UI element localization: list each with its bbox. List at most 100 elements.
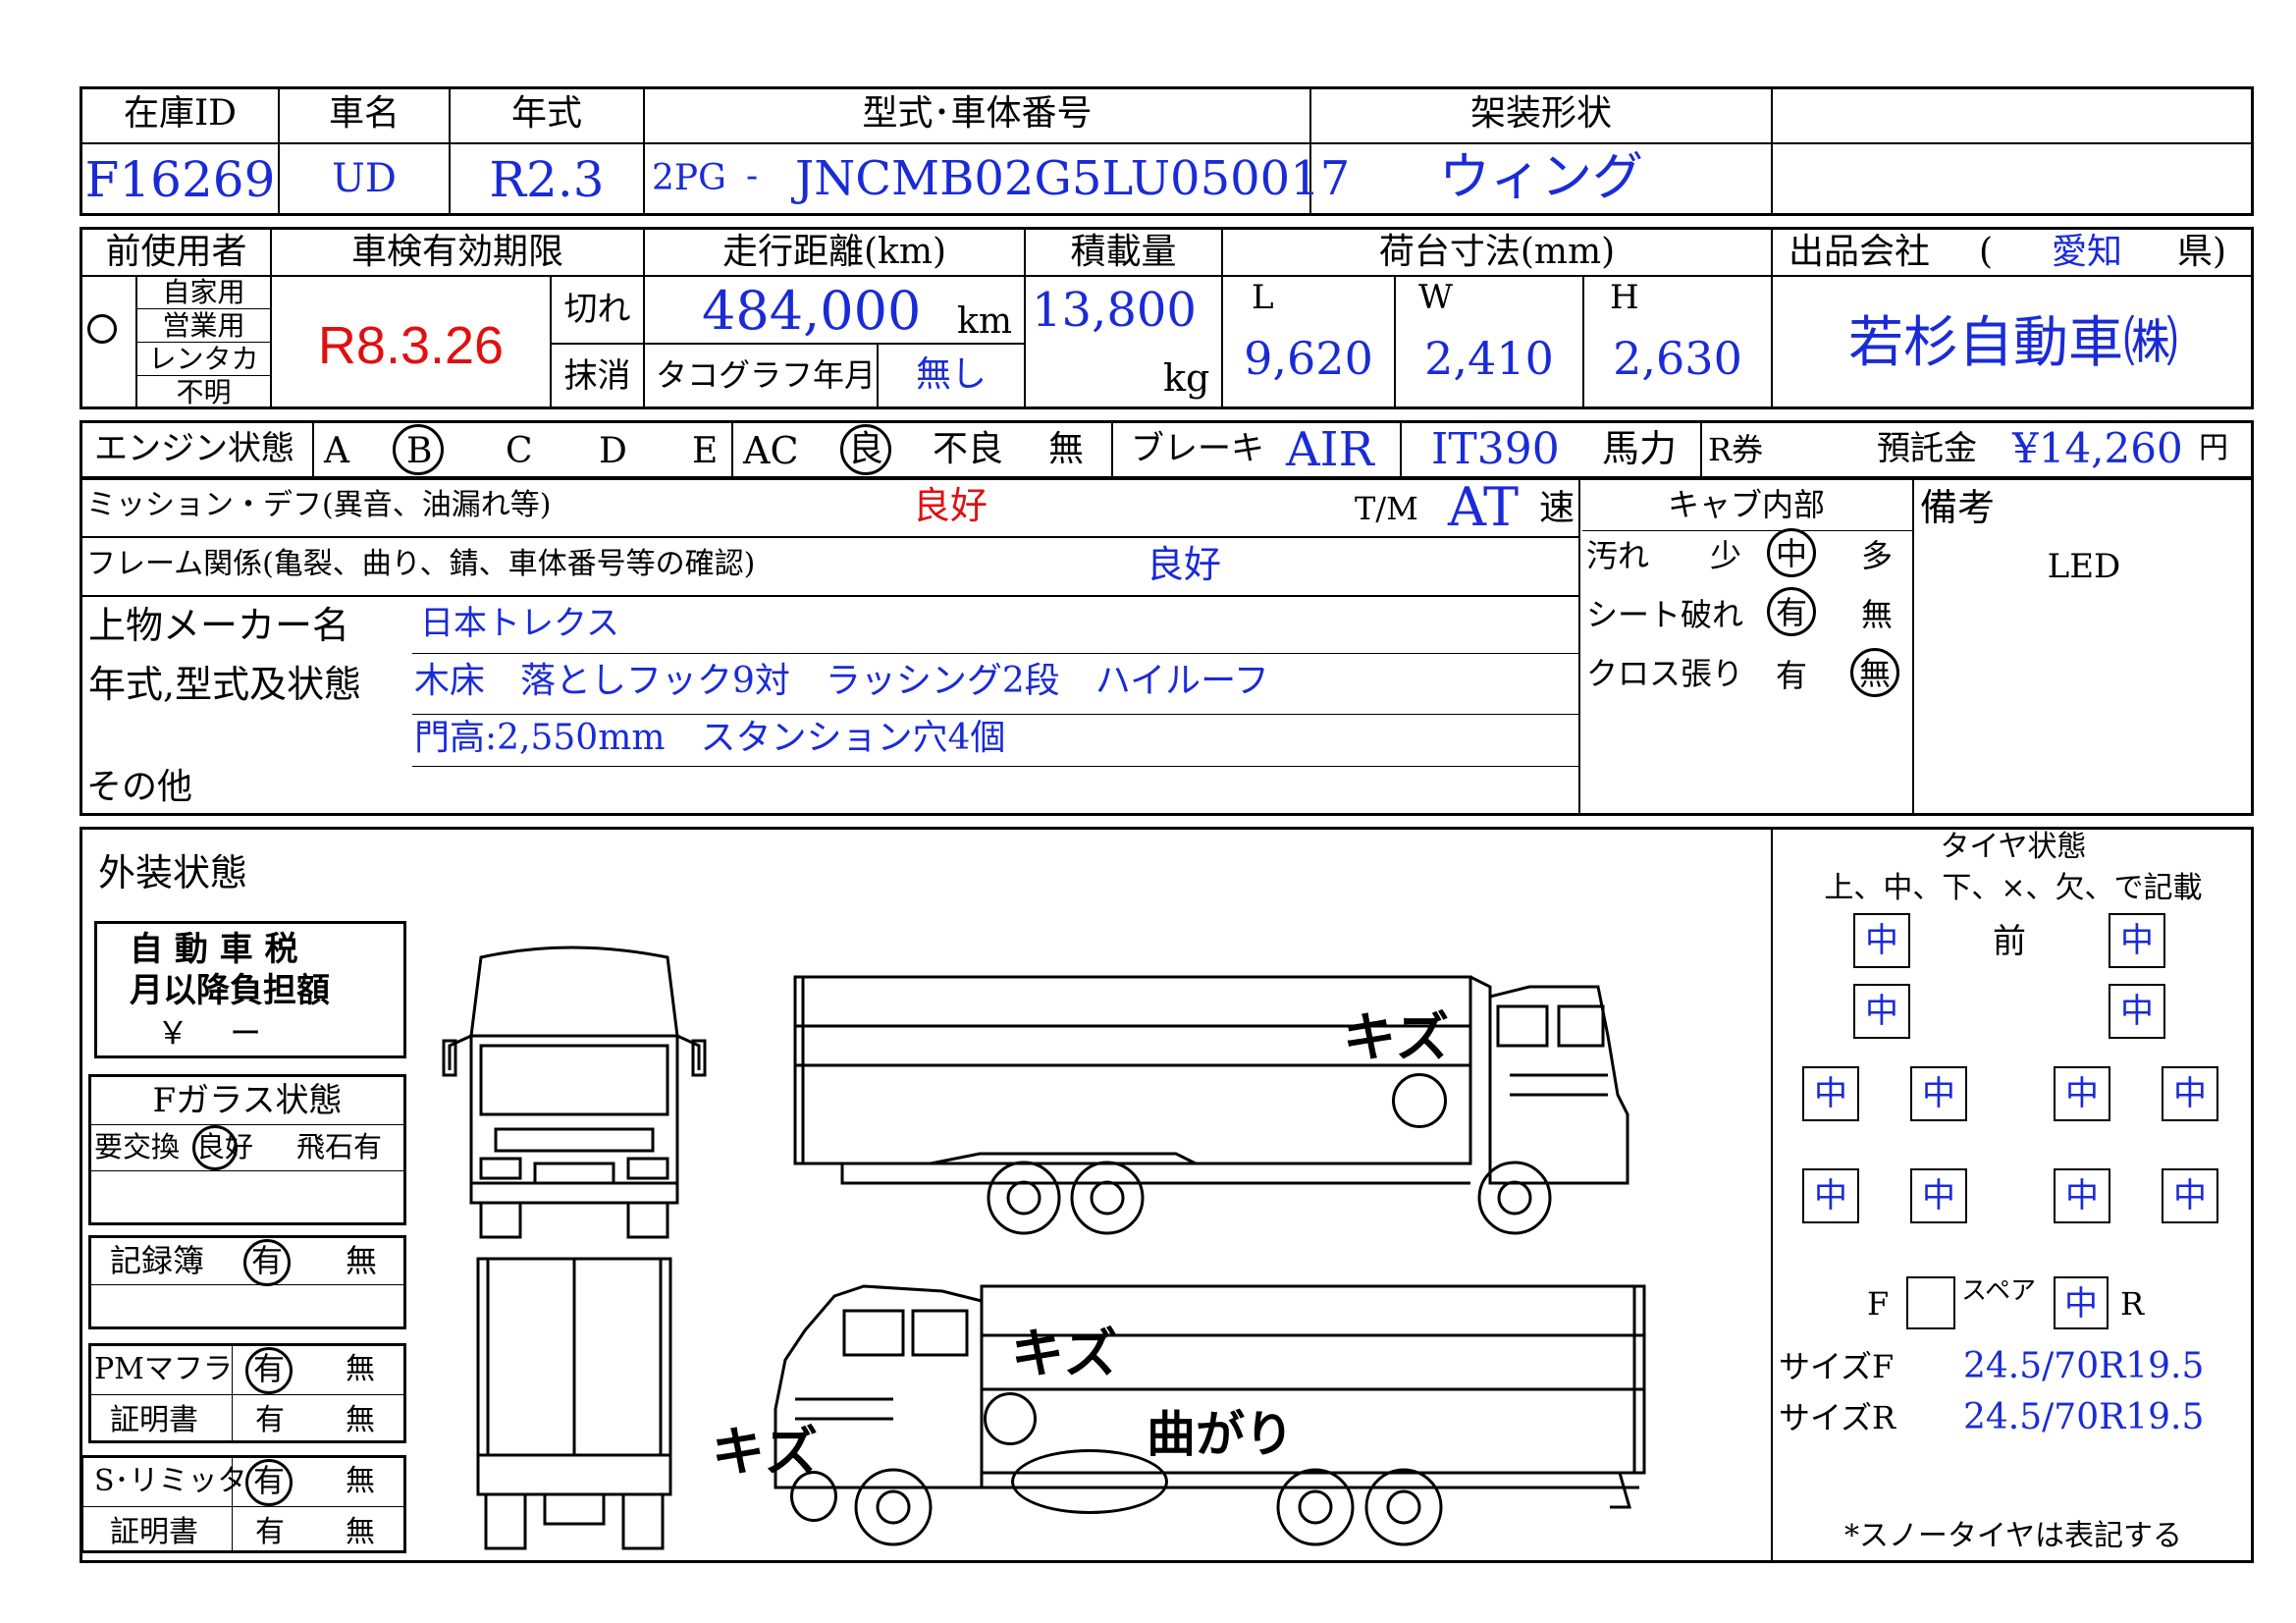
ac-none: 無: [1048, 429, 1085, 469]
grade-a: A: [324, 431, 349, 471]
truck-front-view: [442, 946, 707, 1239]
tire-front2-right: 中: [2109, 984, 2165, 1039]
load-label: 積載量: [1070, 232, 1177, 272]
pm-no: 無: [346, 1352, 375, 1386]
cab-seat-yes: 有: [1776, 594, 1808, 631]
size-f-value: 24.5/70R19.5: [1963, 1346, 2205, 1386]
cancelled-label: 抹消: [563, 356, 631, 396]
car-name-value: UD: [332, 156, 397, 201]
tire-rear2-ol: 中: [1802, 1168, 1859, 1223]
user-type-circle: [87, 314, 117, 344]
maker-value: 日本トレクス: [420, 604, 619, 643]
km-unit: km: [957, 301, 1012, 342]
tachograph-value: 無し: [915, 354, 987, 395]
width-label: W: [1418, 278, 1453, 317]
exterior-panel: [80, 827, 2254, 1563]
glass-title: Fガラス状態: [152, 1081, 343, 1120]
seller-prefecture: 愛知: [2052, 232, 2123, 272]
stock-id-value: F16269: [84, 151, 276, 208]
cab-cloth-label: クロス張り: [1586, 655, 1744, 692]
pm-yes: 有: [253, 1350, 286, 1387]
grade-b: B: [406, 431, 433, 471]
tire-rear2-ir: 中: [2054, 1168, 2110, 1223]
speed-label: 速: [1539, 488, 1575, 528]
model-chassis-label: 型式･車体番号: [862, 93, 1093, 134]
tax-line3: ￥ ー: [157, 1014, 262, 1052]
yen-unit: 円: [2199, 431, 2228, 465]
tax-line2: 月以降負担額: [130, 971, 330, 1010]
stock-id-label: 在庫ID: [123, 93, 238, 134]
size-f-label: サイズF: [1779, 1348, 1895, 1385]
maker-label: 上物メーカー名: [88, 604, 350, 647]
details-table: [80, 477, 2254, 816]
tm-value: AT: [1448, 476, 1520, 538]
record-box: [88, 1235, 406, 1329]
length-label: L: [1252, 278, 1274, 317]
engine-label: エンジン状態: [94, 429, 294, 468]
tire-rear1-or: 中: [2162, 1066, 2218, 1121]
cab-seat-label: シート破れ: [1586, 596, 1744, 633]
slimit-yes-circle: [245, 1459, 293, 1506]
year-label: 年式: [510, 93, 582, 134]
slimit-cert-no: 無: [346, 1515, 375, 1549]
model-dash: -: [746, 156, 759, 196]
row2-table: [80, 227, 2254, 409]
record-no: 無: [346, 1242, 378, 1279]
inspection-label: 車検有効期限: [350, 232, 563, 272]
tire-front-right: 中: [2109, 913, 2165, 968]
deposit-label: 預託金: [1877, 429, 1977, 468]
body-type-value: ウィング: [1438, 148, 1643, 207]
brake-value: AIR: [1286, 422, 1374, 477]
grade-e: E: [692, 431, 719, 471]
model-prefix: 2PG: [652, 158, 726, 198]
cab-dirt-mid: 中: [1776, 535, 1808, 572]
header-table: [80, 86, 2254, 216]
mileage-label: 走行距離(km): [721, 232, 947, 272]
tire-title: タイヤ状態: [1940, 830, 2087, 864]
pm-box: [88, 1343, 406, 1443]
damage-circle-3: [790, 1471, 837, 1522]
height-label: H: [1610, 278, 1639, 317]
tire-rear2-il: 中: [1910, 1168, 1967, 1223]
truck-rear-view: [476, 1257, 672, 1550]
ac-bad: 不良: [933, 429, 1004, 469]
tire-front-label: 前: [1993, 922, 2026, 961]
load-value: 13,800: [1032, 283, 1197, 338]
prev-user-label: 前使用者: [105, 232, 247, 272]
mileage-value: 484,000: [702, 280, 922, 342]
remarks-label: 備考: [1920, 486, 1996, 529]
height-value: 2,630: [1613, 332, 1742, 385]
seller-paren-open: (: [1979, 232, 1994, 272]
width-value: 2,410: [1424, 332, 1554, 385]
truck-left-side-view: [793, 975, 1629, 1235]
damage-kizu-1: キズ: [1343, 1006, 1449, 1068]
damage-circle-2: [984, 1392, 1037, 1445]
state-line1: 木床 落としフック9対 ラッシング2段 ハイルーフ: [414, 661, 1269, 701]
damage-magari: 曲がり: [1147, 1406, 1294, 1463]
car-name-label: 車名: [328, 93, 400, 134]
glass-replace: 要交換: [94, 1130, 181, 1163]
slimit-cert-yes: 有: [255, 1515, 285, 1549]
seller-paren-close: 県): [2177, 232, 2227, 272]
frame-label: フレーム関係(亀裂、曲り、錆、車体番号等の確認): [86, 547, 756, 581]
brake-label: ブレーキ: [1131, 429, 1264, 468]
mission-value: 良好: [913, 484, 988, 527]
mission-label: ミッション・デフ(異音、油漏れ等): [86, 488, 552, 522]
user-type-commercial: 営業用: [162, 309, 245, 342]
tachograph-label: タコグラフ年月: [656, 356, 877, 394]
cab-title: キャブ内部: [1667, 486, 1825, 523]
grade-c: C: [506, 431, 533, 471]
record-yes-circle: [243, 1239, 291, 1286]
kg-unit: kg: [1163, 356, 1210, 400]
cab-dirt-high: 多: [1861, 537, 1894, 574]
glass-box: [88, 1074, 406, 1225]
exterior-title: 外装状態: [98, 851, 248, 894]
user-type-unknown: 不明: [176, 376, 232, 408]
inspection-date: R8.3.26: [317, 316, 505, 375]
year-value: R2.3: [489, 151, 605, 208]
spare-r-box: 中: [2054, 1276, 2109, 1329]
pm-yes-circle: [245, 1347, 293, 1394]
tm-label: T/M: [1355, 490, 1418, 527]
grade-d: D: [599, 431, 627, 471]
tire-front-left: 中: [1853, 913, 1910, 968]
